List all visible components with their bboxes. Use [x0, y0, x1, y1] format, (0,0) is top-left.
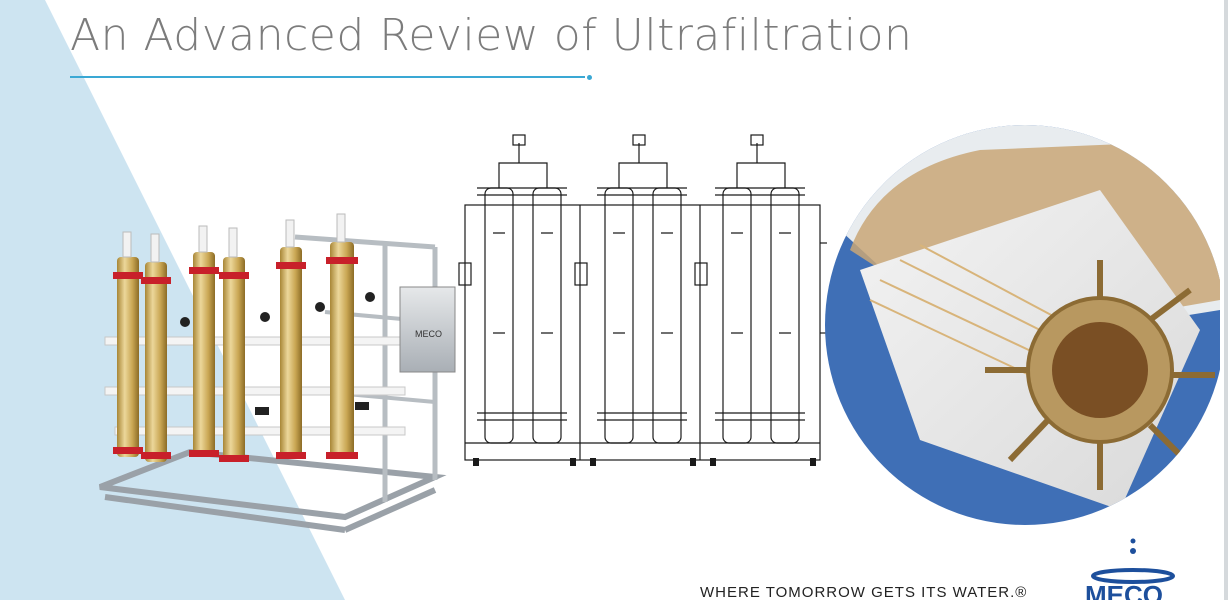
uf-skid-image: MECO — [98, 213, 456, 533]
company-tagline: WHERE TOMORROW GETS ITS WATER.® — [700, 584, 1028, 601]
uf-cad-drawing — [458, 134, 827, 466]
membrane-housings — [113, 213, 358, 462]
logo-text: MECO — [1085, 580, 1163, 600]
skid-brand-label: MECO — [415, 329, 442, 339]
title-underline-dot — [587, 75, 592, 80]
membrane-module-image — [825, 125, 1220, 525]
title-underline — [70, 76, 585, 78]
slide-title: An Advanced Review of Ultrafiltration — [70, 10, 913, 61]
meco-logo: MECO — [1085, 538, 1175, 600]
right-edge-bar — [1224, 0, 1228, 600]
